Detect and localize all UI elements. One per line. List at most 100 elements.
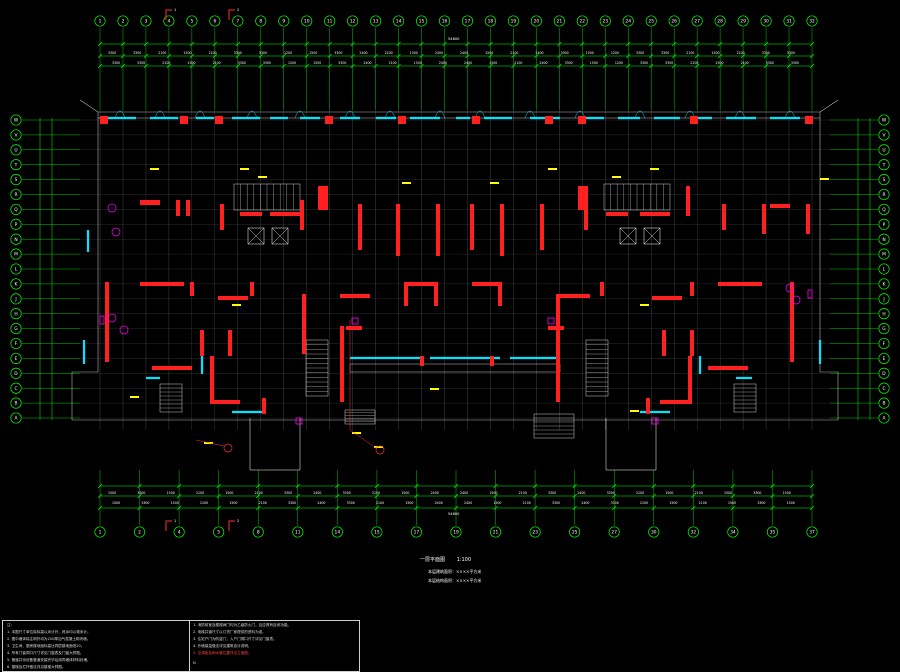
wall-block bbox=[640, 212, 670, 216]
dim-tick bbox=[770, 483, 775, 489]
wall-block bbox=[646, 398, 650, 414]
dim-tick bbox=[453, 483, 459, 489]
dim-text-top: 2100 bbox=[158, 51, 166, 55]
fixture-circle bbox=[791, 295, 801, 305]
dim-tick bbox=[465, 41, 470, 47]
dim-tick bbox=[350, 41, 355, 47]
window-swing-arc bbox=[574, 110, 586, 119]
wall-block bbox=[220, 204, 224, 230]
dim-tick bbox=[691, 505, 696, 511]
wall-block bbox=[240, 212, 262, 216]
dim-tick bbox=[176, 505, 182, 511]
dim-tick bbox=[281, 41, 286, 47]
wall-block bbox=[190, 282, 194, 296]
axis-bubble-bottom-label: 37 bbox=[809, 530, 815, 536]
wall-block bbox=[302, 294, 306, 354]
dim-tick bbox=[649, 53, 654, 59]
dim-text-bottom: 2100 bbox=[196, 491, 204, 495]
axis-bubble-top-label: 21 bbox=[557, 19, 563, 25]
dim-text-top: 2400 bbox=[359, 51, 367, 55]
window-swing-arc bbox=[684, 110, 696, 119]
dim-text-top-2: 2400 bbox=[363, 61, 371, 65]
dim-text-bottom-2: 1500 bbox=[171, 501, 179, 505]
axis-bubble-left-label: S bbox=[15, 177, 18, 183]
dim-text-bottom: 1500 bbox=[401, 491, 409, 495]
dim-text-top: 1200 bbox=[284, 51, 292, 55]
dim-text-bottom: 1500 bbox=[489, 491, 497, 495]
text-tag bbox=[640, 304, 649, 306]
axis-bubble-bottom-circle bbox=[252, 526, 264, 538]
axis-bubble-right-label: C bbox=[882, 386, 885, 392]
dim-tick bbox=[414, 505, 419, 511]
wall-block bbox=[578, 186, 588, 210]
axis-bubble-bottom-circle bbox=[529, 526, 541, 538]
dim-text-top: 3300 bbox=[661, 51, 669, 55]
axis-bubble-left-label: U bbox=[14, 147, 17, 153]
dim-tick bbox=[97, 63, 103, 69]
dim-tick bbox=[694, 63, 700, 69]
axis-bubble-top-circle bbox=[140, 15, 152, 27]
callout-bubble bbox=[223, 443, 233, 453]
dim-tick bbox=[580, 63, 585, 69]
axis-bubble-bottom-circle bbox=[608, 526, 620, 538]
dim-tick bbox=[396, 63, 401, 69]
dim-tick bbox=[511, 53, 516, 59]
dim-text-bottom: 2100 bbox=[255, 491, 263, 495]
dim-tick bbox=[603, 41, 608, 47]
wall-block bbox=[806, 204, 810, 234]
dim-tick bbox=[809, 63, 815, 69]
axis-bubble-left-circle bbox=[10, 159, 22, 171]
roof-corner-line bbox=[819, 99, 839, 113]
note-left-2: 2. 图中墙体除注明外均为200厚加气混凝土砌块墙。 bbox=[7, 637, 91, 641]
axis-bubble-top-circle bbox=[599, 15, 611, 27]
dim-text-top-2: 1200 bbox=[615, 61, 623, 65]
dim-text-bottom-2: 1500 bbox=[112, 501, 120, 505]
dim-text-top: 3300 bbox=[133, 51, 141, 55]
dim-text-top: 2400 bbox=[535, 51, 543, 55]
dim-text-bottom-2: 2100 bbox=[259, 501, 267, 505]
dim-tick bbox=[335, 505, 340, 511]
dim-text-top: 1500 bbox=[485, 51, 493, 55]
dim-tick bbox=[373, 63, 378, 69]
axis-bubble-right-circle bbox=[878, 293, 890, 305]
dim-tick bbox=[511, 63, 516, 69]
axis-bubble-left-label: E bbox=[15, 356, 18, 362]
dim-tick bbox=[442, 63, 447, 69]
dim-text-top-2: 3300 bbox=[665, 61, 673, 65]
dim-text-bottom: 1500 bbox=[167, 491, 175, 495]
axis-bubble-top-circle bbox=[438, 15, 451, 27]
dim-tick bbox=[143, 63, 149, 69]
axis-bubble-bottom-label: 35 bbox=[770, 530, 776, 536]
axis-bubble-top-label: 6 bbox=[213, 19, 216, 25]
wall-block bbox=[690, 116, 698, 124]
dim-tick bbox=[770, 493, 775, 499]
text-tag bbox=[630, 410, 639, 412]
dim-tick bbox=[235, 41, 241, 47]
axis-bubble-right-circle bbox=[878, 382, 890, 394]
dim-tick bbox=[786, 53, 792, 59]
dim-text-bottom: 2400 bbox=[313, 491, 321, 495]
dim-text-bottom-2: 2400 bbox=[435, 501, 443, 505]
axis-bubble-right-circle bbox=[878, 308, 890, 320]
dim-tick bbox=[97, 505, 103, 511]
dim-tick bbox=[649, 63, 654, 69]
wall-block bbox=[790, 282, 794, 362]
dim-tick bbox=[671, 41, 677, 47]
dim-tick bbox=[730, 493, 736, 499]
axis-bubble-left-label: V bbox=[14, 133, 17, 139]
text-tag bbox=[240, 168, 249, 170]
dim-text-bottom-2: 1500 bbox=[493, 501, 501, 505]
fixture-elements bbox=[99, 203, 813, 425]
dim-tick bbox=[350, 53, 355, 59]
axis-bubble-bottom-label: 27 bbox=[611, 530, 617, 536]
wall-block bbox=[396, 204, 400, 256]
axis-bubble-left-circle bbox=[10, 174, 22, 186]
axis-bubble-top-label: 13 bbox=[373, 19, 379, 25]
axis-bubble-right-label: K bbox=[883, 282, 886, 288]
axis-bubble-left-label: M bbox=[14, 252, 18, 258]
wall-block bbox=[262, 398, 266, 414]
dim-tick bbox=[532, 483, 538, 489]
dim-text-bottom: 3300 bbox=[137, 491, 145, 495]
